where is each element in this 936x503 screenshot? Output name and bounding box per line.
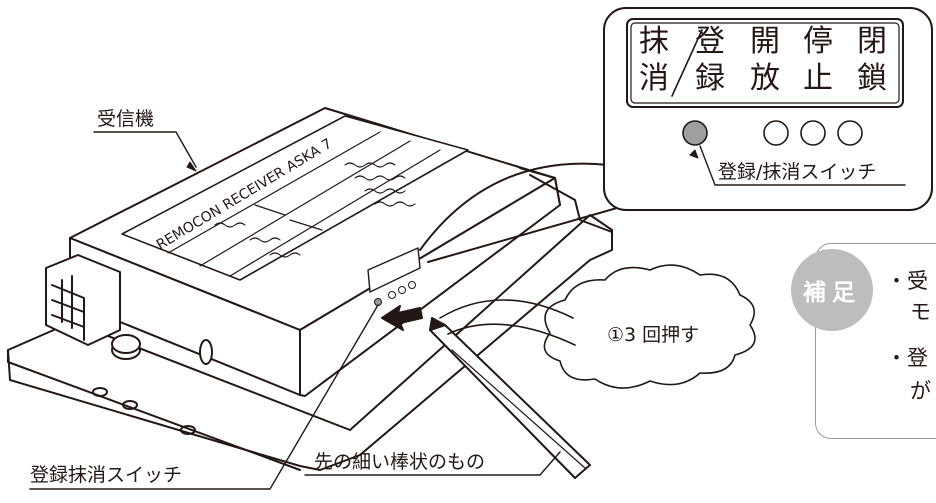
panel-switch-label: 登録/抹消スイッチ bbox=[718, 161, 877, 183]
label-plate bbox=[121, 115, 469, 281]
panel-cell-1-top: 抹 bbox=[639, 24, 669, 59]
supplement-line-3: ・登 bbox=[886, 346, 928, 370]
panel-cell-4-top: 停 bbox=[803, 24, 833, 59]
panel-cell-3-top: 開 bbox=[750, 24, 780, 59]
panel-cell-3-bottom: 放 bbox=[750, 61, 780, 96]
zoom-balloon bbox=[603, 7, 933, 211]
register-button-lamp bbox=[682, 120, 708, 146]
supplement-line-2: モ bbox=[910, 300, 931, 324]
press-arrow bbox=[381, 305, 423, 331]
switch-label: 登録抹消スイッチ bbox=[30, 464, 183, 486]
panel-frame bbox=[626, 18, 904, 108]
step-instruction: ①3 回押す bbox=[607, 324, 700, 346]
housing-right bbox=[299, 177, 561, 397]
device-panel bbox=[367, 247, 421, 293]
supplement-badge: 補足 bbox=[791, 249, 873, 331]
panel-cell-2-top: 登 bbox=[695, 24, 725, 59]
panel-cell-1-bottom: 消 bbox=[639, 61, 669, 96]
panel-cell-5-top: 閉 bbox=[857, 24, 887, 59]
step-cloud bbox=[543, 264, 756, 389]
stick-label: 先の細い棒状のもの bbox=[314, 451, 486, 473]
receiver-label: 受信機 bbox=[97, 108, 155, 130]
panel-cell-4-bottom: 止 bbox=[803, 61, 833, 96]
panel-cell-5-bottom: 鎖 bbox=[857, 61, 887, 96]
supplement-line-1: ・受 bbox=[886, 269, 928, 293]
panel-cell-2-bottom: 録 bbox=[695, 61, 725, 96]
side-slot bbox=[199, 339, 213, 365]
supplement-line-4: が bbox=[910, 379, 931, 403]
